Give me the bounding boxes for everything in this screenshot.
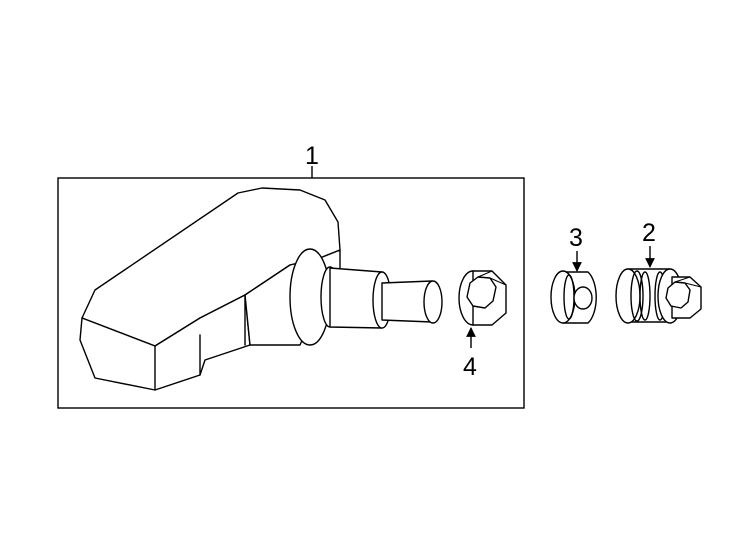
callout-1: 1: [305, 142, 319, 170]
cap-nut-edge: [674, 276, 691, 283]
cap-nut-hex: [665, 281, 691, 309]
callout-3: 3: [569, 224, 583, 252]
cap-ring: [630, 270, 644, 322]
nut-hex-edge-2: [489, 277, 507, 286]
nut-hex-edge: [477, 270, 493, 278]
part-1-frame: [57, 177, 525, 409]
part-4-nut: [458, 270, 507, 326]
part-2-cap: [615, 268, 702, 324]
nut-hex-face: [466, 276, 497, 309]
valve-stem-tip-end: [423, 280, 443, 324]
part-3-grommet: [550, 270, 597, 324]
cap-nut-edge-2: [684, 282, 702, 288]
grommet-hole: [573, 286, 593, 310]
cap-ring-2: [639, 271, 651, 321]
callout-2: 2: [642, 219, 656, 247]
sensor-housing-front: [79, 294, 251, 391]
callout-4: 4: [463, 353, 477, 381]
cap-face-back: [615, 268, 641, 324]
tpms-sensor: [79, 187, 443, 391]
part-1-group: 1 4: [57, 142, 525, 409]
